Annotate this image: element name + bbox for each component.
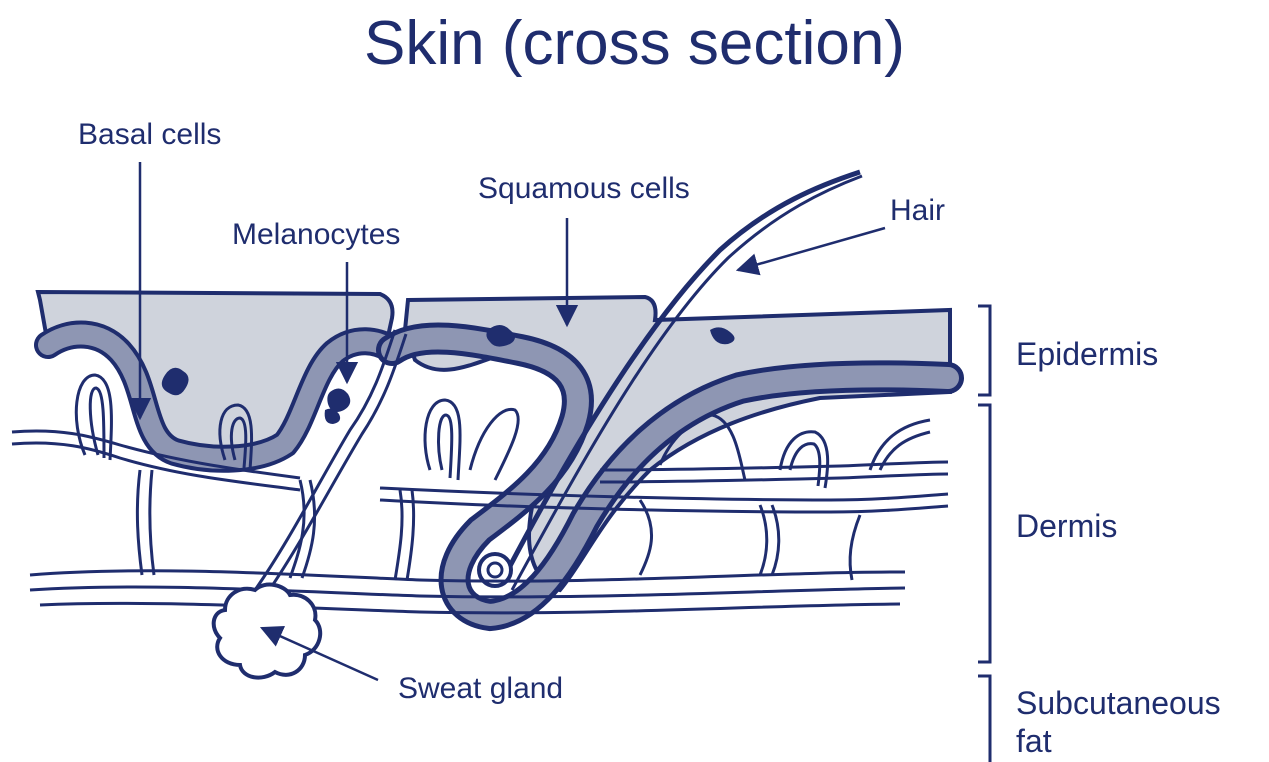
hair-pointer (738, 228, 885, 270)
epidermis-bracket (978, 306, 990, 395)
page-title: Skin (cross section) (0, 8, 1269, 79)
hair-label: Hair (890, 194, 945, 228)
melanocyte-blob (325, 388, 351, 424)
subcutaneous-label-line1: Subcutaneous (1016, 684, 1221, 722)
dermis-bracket (978, 405, 990, 662)
subcutaneous-fat-label: Subcutaneous fat (1016, 684, 1221, 760)
dermis-label: Dermis (1016, 508, 1117, 545)
epidermis-label: Epidermis (1016, 336, 1158, 373)
epidermis-band-left (38, 292, 393, 466)
sweat-gland-label: Sweat gland (398, 672, 563, 706)
subcutaneous-bracket (978, 676, 990, 762)
subcutaneous-label-line2: fat (1016, 722, 1221, 760)
melanocytes-label: Melanocytes (232, 218, 400, 252)
basal-cells-label: Basal cells (78, 118, 221, 152)
squamous-cells-label: Squamous cells (478, 172, 690, 206)
